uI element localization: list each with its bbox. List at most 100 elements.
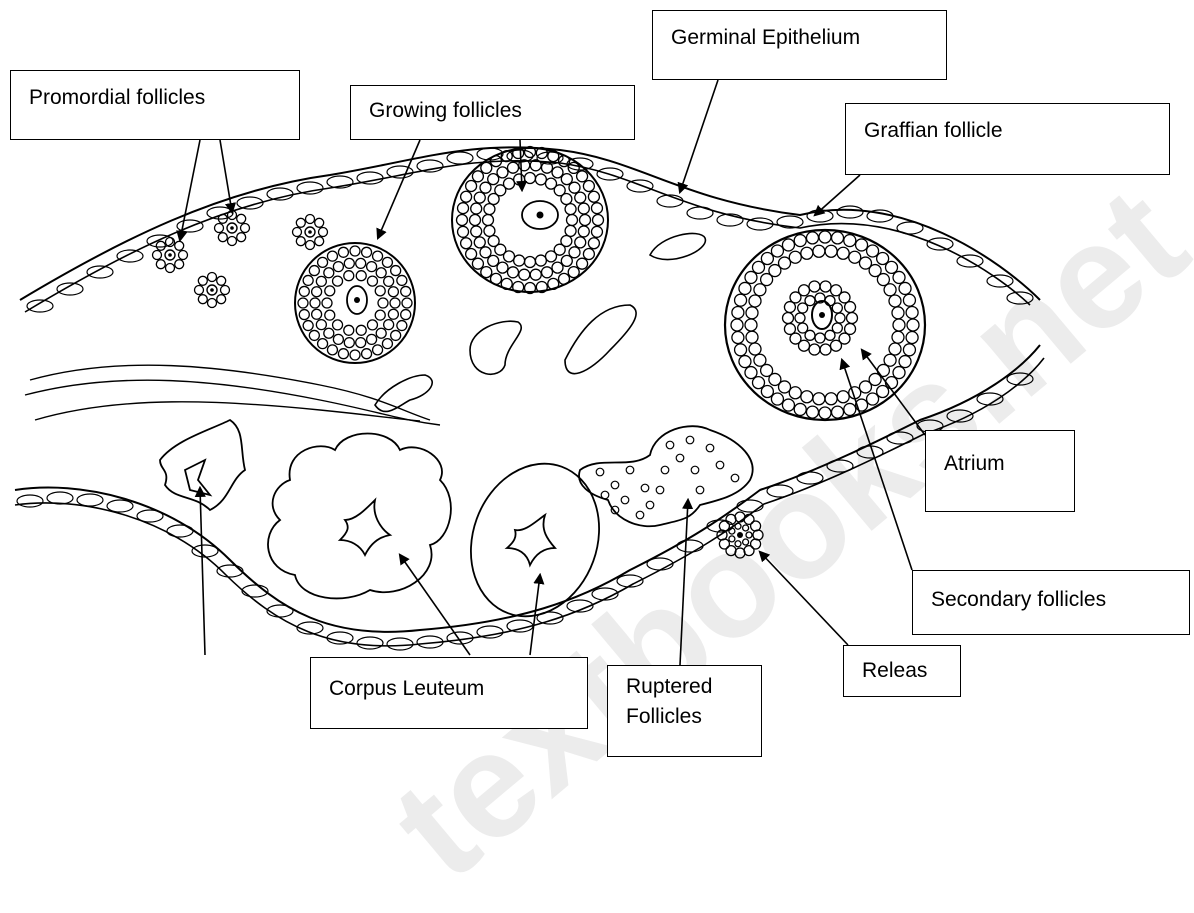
granulosa-cell xyxy=(508,162,519,173)
epithelium-cell xyxy=(447,152,473,164)
theca-cell xyxy=(731,319,743,331)
granulosa-cell xyxy=(344,271,354,281)
granulosa-cell xyxy=(338,349,348,359)
granulosa-cell xyxy=(327,345,337,355)
granulosa-cell xyxy=(583,249,594,260)
primordial-cell xyxy=(319,228,328,237)
granulosa-cell xyxy=(344,325,354,335)
primordial-cell xyxy=(218,233,227,242)
granulosa-cell xyxy=(367,334,377,344)
theca-cell xyxy=(819,231,831,243)
cumulus-cell xyxy=(809,344,820,355)
granulosa-cell xyxy=(303,275,313,285)
granulosa-cell xyxy=(397,275,407,285)
granulosa-cell xyxy=(565,204,576,215)
cumulus-cell xyxy=(835,313,845,323)
granulosa-cell xyxy=(376,268,386,278)
corpus-luteum xyxy=(268,434,451,599)
granulosa-cell xyxy=(567,215,578,226)
granulosa-cell xyxy=(382,339,392,349)
epithelium-cell xyxy=(1007,292,1033,304)
released-nucleus xyxy=(737,532,743,538)
granulosa-cell xyxy=(466,181,477,192)
granulosa-cell xyxy=(322,298,332,308)
label-primordial-follicles: Promordial follicles xyxy=(10,70,300,140)
theca-cell xyxy=(771,393,783,405)
granulosa-cell xyxy=(577,171,588,182)
theca-cell xyxy=(893,271,905,283)
primordial-cell xyxy=(208,273,217,282)
epithelium-cell xyxy=(797,472,823,484)
granulosa-cell xyxy=(559,273,570,284)
primordial-cell xyxy=(237,214,246,223)
theca-cell xyxy=(735,344,747,356)
label-corpus-luteum: Corpus Leuteum xyxy=(310,657,588,729)
granulosa-cell xyxy=(316,276,326,286)
granulosa-cell xyxy=(588,238,599,249)
granulosa-cell xyxy=(746,307,758,319)
vessel-3 xyxy=(565,305,636,374)
granulosa-cell xyxy=(575,192,586,203)
granulosa-cell xyxy=(541,267,552,278)
granulosa-cell xyxy=(390,298,400,308)
granulosa-cell xyxy=(474,192,485,203)
granulosa-cell xyxy=(892,307,904,319)
granulosa-cell xyxy=(889,295,901,307)
primordial-cell xyxy=(166,264,175,273)
granulosa-cell xyxy=(333,276,343,286)
label-secondary-follicles: Secondary follicles xyxy=(912,570,1190,635)
epithelium-cell xyxy=(27,300,53,312)
epithelium-cell xyxy=(387,638,413,650)
granulosa-cell xyxy=(481,162,492,173)
theca-cell xyxy=(739,356,751,368)
theca-cell xyxy=(732,332,744,344)
granulosa-cell xyxy=(338,247,348,257)
granulosa-cell xyxy=(749,343,761,355)
epithelium-cell xyxy=(327,632,353,644)
ruptured-cell xyxy=(656,486,664,494)
theca-cell xyxy=(856,239,868,251)
label-release-text: Releas xyxy=(862,659,927,682)
granulosa-cell xyxy=(561,194,572,205)
granulosa-cell xyxy=(488,174,499,185)
epithelium-cell xyxy=(867,210,893,222)
label-atrium-text: Atrium xyxy=(944,452,1005,475)
primordial-cell xyxy=(175,241,184,250)
graafian-wall xyxy=(725,230,925,420)
granulosa-cell xyxy=(299,310,309,320)
granulosa-cell xyxy=(548,278,559,289)
cumulus-cell xyxy=(805,296,815,306)
primordial-cell xyxy=(221,286,230,295)
cumulus-cell xyxy=(795,313,805,323)
granulosa-cell xyxy=(591,203,602,214)
epithelium-cell xyxy=(167,525,193,537)
granulosa-cell xyxy=(466,249,477,260)
granulosa-cell xyxy=(497,167,508,178)
epithelium-cell xyxy=(87,266,113,278)
released-cell xyxy=(729,536,735,542)
released-cell xyxy=(735,541,741,547)
granulosa-cell xyxy=(745,319,757,331)
granulosa-cell xyxy=(318,257,328,267)
label-graafian-follicle: Graffian follicle xyxy=(845,103,1170,175)
epithelium-cell xyxy=(57,283,83,295)
granulosa-cell xyxy=(325,310,335,320)
theca-cell xyxy=(907,319,919,331)
theca-cell xyxy=(867,245,879,257)
epithelium-cell xyxy=(77,494,103,506)
pointer-arrow xyxy=(200,488,205,655)
released-cell xyxy=(735,523,741,529)
graafian-follicle xyxy=(725,230,925,420)
primordial-nucleus xyxy=(168,253,172,257)
primordial-cell xyxy=(215,224,224,233)
granulosa-cell xyxy=(312,287,322,297)
ruptured-cell xyxy=(686,436,694,444)
epithelium-cell xyxy=(107,500,133,512)
primordial-cell xyxy=(237,233,246,242)
lower-epithelium-cells xyxy=(17,373,1033,650)
ruptured-cell xyxy=(646,501,654,509)
theca-cell xyxy=(906,332,918,344)
primordial-cell xyxy=(195,286,204,295)
growing-nucleus-2 xyxy=(537,212,544,219)
ruptured-cell xyxy=(621,496,629,504)
